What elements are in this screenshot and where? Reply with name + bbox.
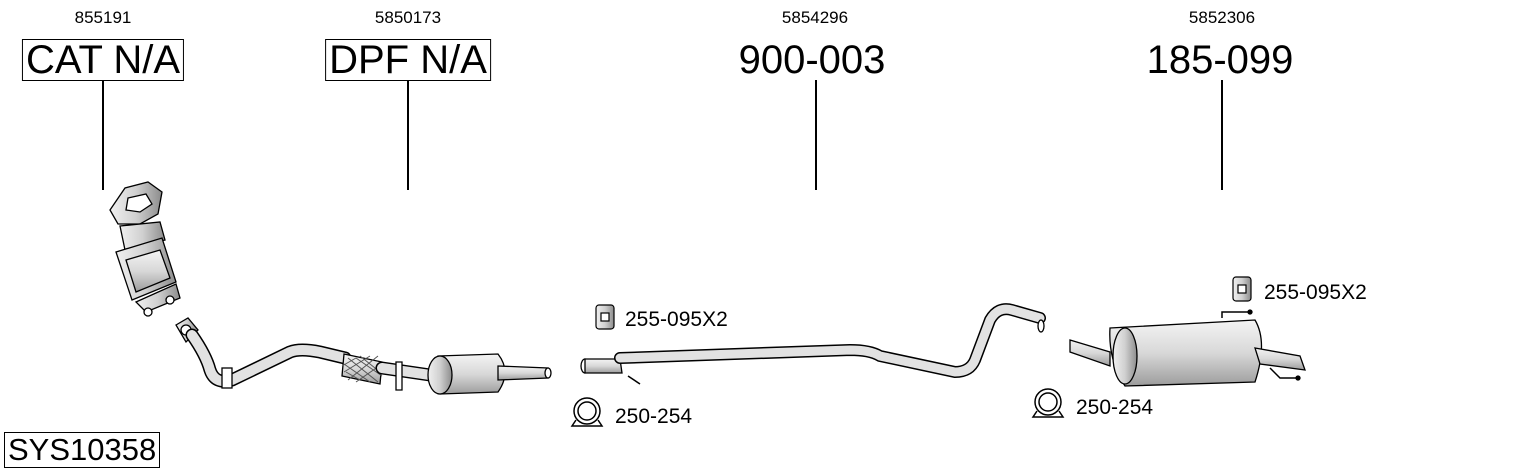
callout-clamp-front: 250-254 bbox=[615, 405, 693, 428]
leader-line-dpf bbox=[407, 80, 409, 190]
part-code-dpf: DPF N/A bbox=[325, 39, 491, 81]
leader-line-catalyst bbox=[102, 80, 104, 190]
part-ref-dpf: 5850173 bbox=[374, 8, 442, 27]
callout-hanger-rear: 255-095X2 bbox=[1264, 281, 1367, 304]
rear-silencer bbox=[1069, 309, 1306, 387]
part-code-rear-silencer: 185-099 bbox=[1146, 38, 1294, 82]
callout-hanger-front: 255-095X2 bbox=[625, 308, 728, 331]
clamp-icon-rear bbox=[1031, 388, 1065, 418]
leader-line-rear-silencer bbox=[1221, 80, 1223, 190]
rubber-hanger-icon-rear bbox=[1232, 276, 1252, 302]
clamp-icon-front bbox=[570, 397, 604, 427]
callout-clamp-rear: 250-254 bbox=[1076, 396, 1154, 419]
system-code-label: SYS10358 bbox=[4, 432, 161, 468]
dpf-canister bbox=[395, 353, 552, 395]
part-code-middle-pipe: 900-003 bbox=[738, 38, 886, 82]
catalyst-manifold bbox=[109, 181, 181, 317]
part-code-catalyst: CAT N/A bbox=[21, 39, 185, 81]
part-ref-middle-pipe: 5854296 bbox=[781, 8, 849, 27]
middle-pipe bbox=[580, 303, 1046, 385]
part-ref-rear-silencer: 5852306 bbox=[1188, 8, 1256, 27]
leader-line-middle-pipe bbox=[815, 80, 817, 190]
front-pipe bbox=[175, 317, 437, 389]
part-ref-catalyst: 855191 bbox=[74, 8, 132, 27]
rubber-hanger-icon-front bbox=[595, 304, 615, 330]
